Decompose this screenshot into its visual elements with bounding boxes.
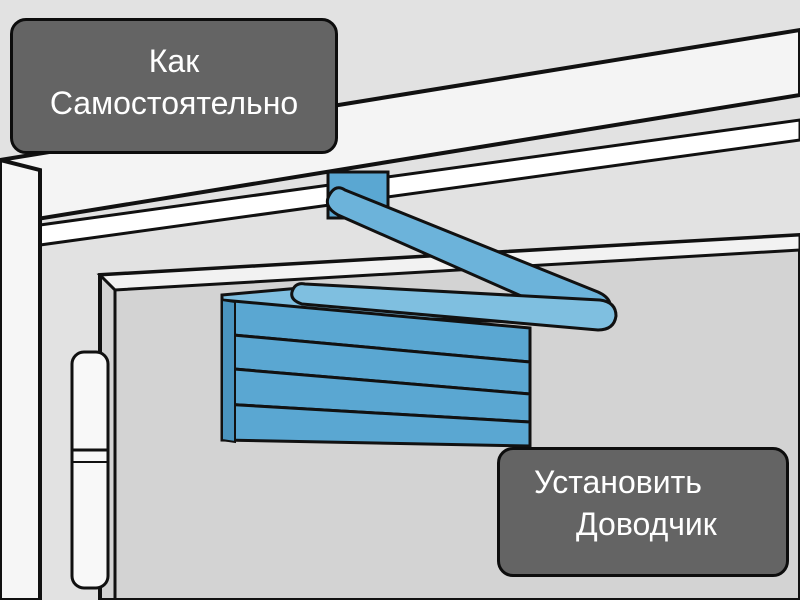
title-line-4: Доводчик: [576, 505, 717, 542]
title-line-2: Самостоятельно: [49, 84, 299, 121]
title-label-bottom: Установить Доводчик: [497, 447, 789, 577]
door-frame-top: [0, 27, 800, 228]
hinge: [70, 350, 110, 590]
title-line-3: Установить: [534, 464, 702, 500]
door-frame-left: [0, 157, 42, 600]
title-line-1: Как: [148, 43, 200, 79]
title-label-top: Как Самостоятельно: [10, 18, 338, 154]
closer-arm-lower: [290, 282, 618, 332]
